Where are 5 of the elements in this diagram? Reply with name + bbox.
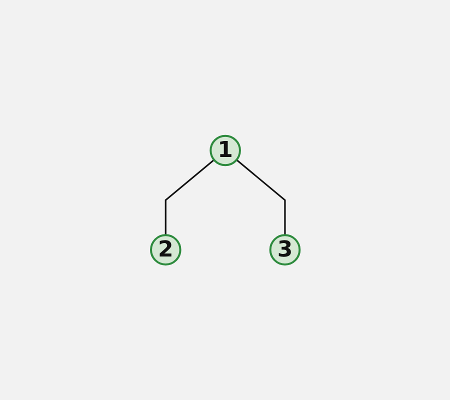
connector	[236, 159, 286, 235]
node-circle: 2	[150, 234, 181, 266]
connector	[164, 159, 214, 235]
node-circle: 1	[209, 134, 241, 166]
node-circle: 3	[269, 234, 300, 266]
